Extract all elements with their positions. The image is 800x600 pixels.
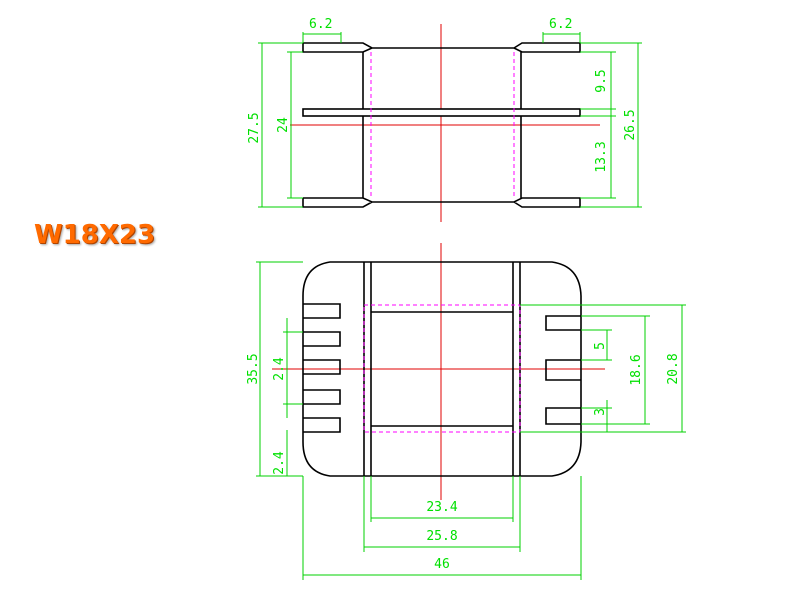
- dim-23-4: 23.4: [426, 500, 457, 515]
- hidden-core-outline: [363, 304, 521, 433]
- dim-26-5: 26.5: [623, 109, 638, 140]
- dim-3: 3: [593, 408, 608, 416]
- middle-flange: [302, 108, 581, 117]
- dim-27-5: 27.5: [247, 112, 262, 143]
- top-view: 6.2 6.2 27.5 24 9.5 13.3 26.5: [247, 17, 642, 222]
- dim-35-5: 35.5: [246, 353, 261, 384]
- bobbin-outline: [302, 261, 582, 477]
- dim-18-6: 18.6: [629, 354, 644, 385]
- right-slots: [545, 315, 581, 425]
- left-pins: [303, 303, 341, 433]
- dim-2-4-pitch: 2.4: [272, 357, 287, 381]
- dim-5: 5: [593, 342, 608, 350]
- dim-6-2-left: 6.2: [309, 17, 332, 32]
- dim-6-2-right: 6.2: [549, 17, 572, 32]
- bottom-view: 35.5 2.4 2.4 5 3 18.6 20.8 23.4 25.: [246, 243, 686, 580]
- dim-9-5: 9.5: [594, 69, 609, 92]
- dim-20-8: 20.8: [666, 353, 681, 384]
- part-title: W18X23: [34, 220, 156, 250]
- dim-13-3: 13.3: [594, 141, 609, 172]
- dim-25-8: 25.8: [426, 529, 457, 544]
- top-flange: [302, 42, 581, 53]
- dim-46: 46: [434, 557, 450, 572]
- dim-24: 24: [276, 117, 291, 133]
- bottom-flange: [302, 197, 581, 208]
- dim-2-4-bottom: 2.4: [272, 451, 287, 475]
